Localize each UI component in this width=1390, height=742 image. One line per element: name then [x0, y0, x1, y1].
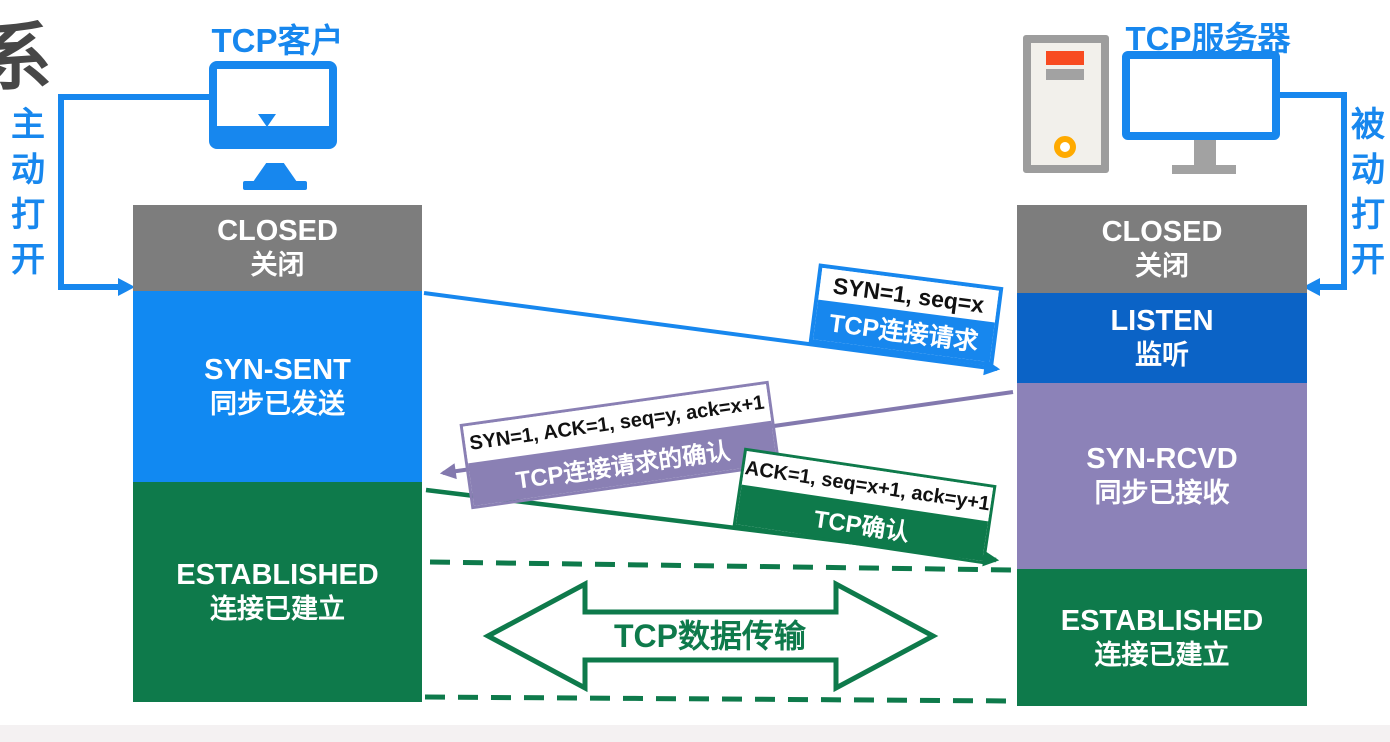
client-monitor-base — [243, 181, 307, 190]
server-monitor-icon — [1122, 51, 1280, 140]
client-monitor-stand — [253, 163, 297, 182]
server-state-established: ESTABLISHED 连接已建立 — [1017, 569, 1307, 706]
server-tower-red-slot — [1046, 51, 1084, 65]
server-power-button-icon — [1054, 136, 1076, 158]
client-monitor-bezel — [217, 126, 329, 141]
server-state-listen: LISTEN 监听 — [1017, 293, 1307, 383]
client-title: TCP客户 — [211, 22, 344, 59]
data-transfer-label: TCP数据传输 — [613, 618, 806, 654]
message-card-syn: SYN=1, seq=x TCP连接请求 — [808, 263, 1004, 367]
server-monitor-base — [1172, 165, 1236, 174]
active-open-connector-top — [58, 94, 211, 100]
footer-strip — [0, 725, 1390, 742]
server-tower-gray-slot — [1046, 69, 1084, 80]
passive-open-connector-vertical — [1341, 92, 1347, 290]
message-card-ack: ACK=1, seq=x+1, ack=y+1 TCP确认 — [732, 447, 997, 565]
message-card-syn-ack: SYN=1, ACK=1, seq=y, ack=x+1 TCP连接请求的确认 — [459, 380, 781, 510]
client-state-closed: CLOSED 关闭 — [133, 205, 422, 291]
active-open-label: 主 动 打 开 — [11, 106, 45, 279]
client-state-syn-sent: SYN-SENT 同步已发送 — [133, 291, 422, 482]
passive-open-connector-top — [1280, 92, 1347, 98]
client-state-established: ESTABLISHED 连接已建立 — [133, 482, 422, 702]
server-title: TCP服务器 — [1125, 20, 1291, 57]
active-open-connector-vertical — [58, 94, 64, 290]
passive-open-label: 被 动 打 开 — [1351, 106, 1385, 279]
passive-open-connector-bottom — [1318, 284, 1347, 290]
session-dashed-line-top — [429, 559, 1014, 573]
corner-cropped-text: 系 — [0, 16, 52, 99]
client-cursor-icon — [258, 114, 276, 127]
server-monitor-stand — [1194, 140, 1216, 165]
server-state-syn-rcvd: SYN-RCVD 同步已接收 — [1017, 383, 1307, 569]
active-open-arrowhead-icon — [118, 278, 135, 296]
server-state-closed: CLOSED 关闭 — [1017, 205, 1307, 293]
active-open-connector-bottom — [58, 284, 120, 290]
session-dashed-line-bottom — [424, 694, 1016, 704]
passive-open-arrowhead-icon — [1303, 278, 1320, 296]
